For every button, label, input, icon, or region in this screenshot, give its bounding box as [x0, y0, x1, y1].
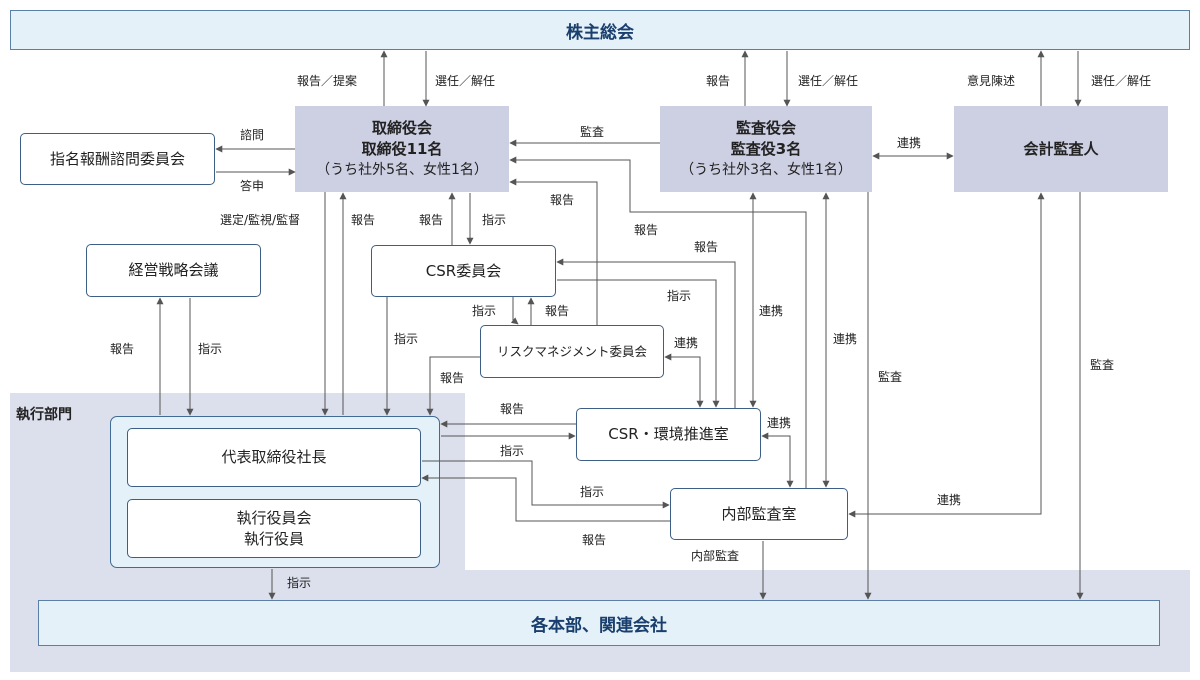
audit-board: 監査役会 監査役3名 （うち社外3名、女性1名）	[660, 106, 872, 192]
label-consult: 諮問	[240, 128, 265, 142]
label-report-8: 報告	[110, 342, 135, 356]
nomination-committee: 指名報酬諮問委員会	[20, 133, 215, 185]
csr-committee: CSR委員会	[371, 245, 556, 297]
label-report-5: 報告	[351, 213, 376, 227]
label-report-6: 報告	[419, 213, 444, 227]
label-cooperate-office-internal: 連携	[767, 416, 792, 430]
label-report-2: 報告	[550, 193, 575, 207]
csr-environment-office: CSR・環境推進室	[576, 408, 761, 461]
accounting-auditor: 会計監査人	[954, 106, 1168, 192]
label-report-10: 報告	[500, 402, 525, 416]
arrow-internal-to-president	[421, 474, 670, 522]
label-elect-dismiss-1: 選任／解任	[435, 74, 496, 88]
label-report-9: 報告	[440, 371, 465, 385]
label-report-7: 報告	[545, 304, 570, 318]
label-audit-3: 監査	[1090, 358, 1115, 372]
label-instruct-6: 指示	[500, 444, 525, 458]
executive-officers: 執行役員会 執行役員	[127, 499, 421, 558]
arrow-president-to-internal	[422, 460, 670, 509]
board-detail: （うち社外5名、女性1名）	[316, 161, 488, 178]
label-audit-2: 監査	[878, 370, 903, 384]
board-title: 取締役会	[371, 118, 432, 137]
label-cooperate-2: 連携	[759, 304, 784, 318]
shareholders-meeting: 株主総会	[10, 10, 1190, 50]
label-report-11: 報告	[582, 533, 607, 547]
departments-affiliates: 各本部、関連会社	[38, 600, 1160, 646]
arrow-csr-to-office	[557, 279, 720, 408]
label-elect-dismiss-3: 選任／解任	[1091, 74, 1152, 88]
label-report-proposal: 報告／提案	[297, 74, 358, 88]
exec-officers-line2: 執行役員	[243, 529, 304, 548]
arrow-risk-office	[664, 353, 704, 408]
board-of-directors: 取締役会 取締役11名 （うち社外5名、女性1名）	[295, 106, 509, 192]
label-instruct-2: 指示	[667, 289, 692, 303]
label-cooperate-1: 連携	[897, 136, 922, 150]
label-cooperate-internal-accounting: 連携	[937, 493, 962, 507]
label-instruct-3: 指示	[472, 304, 497, 318]
arrow-office-internal	[761, 432, 794, 488]
label-cooperate-6: 連携	[674, 336, 699, 350]
audit-board-members: 監査役3名	[730, 139, 802, 158]
label-instruct-5: 指示	[198, 342, 223, 356]
arrow-office-to-csr	[556, 258, 736, 408]
risk-committee: リスクマネジメント委員会	[480, 325, 664, 378]
audit-board-title: 監査役会	[735, 118, 796, 137]
arrow-internal-accounting	[848, 192, 1045, 518]
label-instruct-8: 指示	[287, 576, 312, 590]
strategy-meeting: 経営戦略会議	[86, 244, 261, 297]
arrow-csr-to-risk	[510, 297, 519, 325]
label-answer: 答申	[240, 179, 265, 193]
president: 代表取締役社長	[127, 428, 421, 487]
exec-officers-line1: 執行役員会	[236, 508, 312, 527]
label-report-3: 報告	[634, 223, 659, 237]
internal-audit-office: 内部監査室	[670, 488, 848, 540]
label-instruct-7: 指示	[580, 485, 605, 499]
label-report-4: 報告	[694, 240, 719, 254]
label-instruct-4: 指示	[394, 332, 419, 346]
label-audit-1: 監査	[580, 125, 605, 139]
arrow-risk-to-board	[509, 178, 598, 325]
arrow-risk-to-exec	[426, 356, 480, 416]
board-members: 取締役11名	[361, 139, 443, 158]
label-opinion: 意見陳述	[967, 74, 1016, 88]
label-elect-dismiss-2: 選任／解任	[798, 74, 859, 88]
label-internal-audit: 内部監査	[691, 549, 740, 563]
label-cooperate-3: 連携	[833, 332, 858, 346]
label-appoint-supervise: 選定/監視/監督	[220, 213, 301, 227]
label-report-1: 報告	[706, 74, 731, 88]
execution-section-label: 執行部門	[16, 407, 72, 423]
label-instruct-1: 指示	[482, 213, 507, 227]
arrow-internal-to-board	[509, 156, 807, 488]
audit-board-detail: （うち社外3名、女性1名）	[680, 161, 852, 178]
